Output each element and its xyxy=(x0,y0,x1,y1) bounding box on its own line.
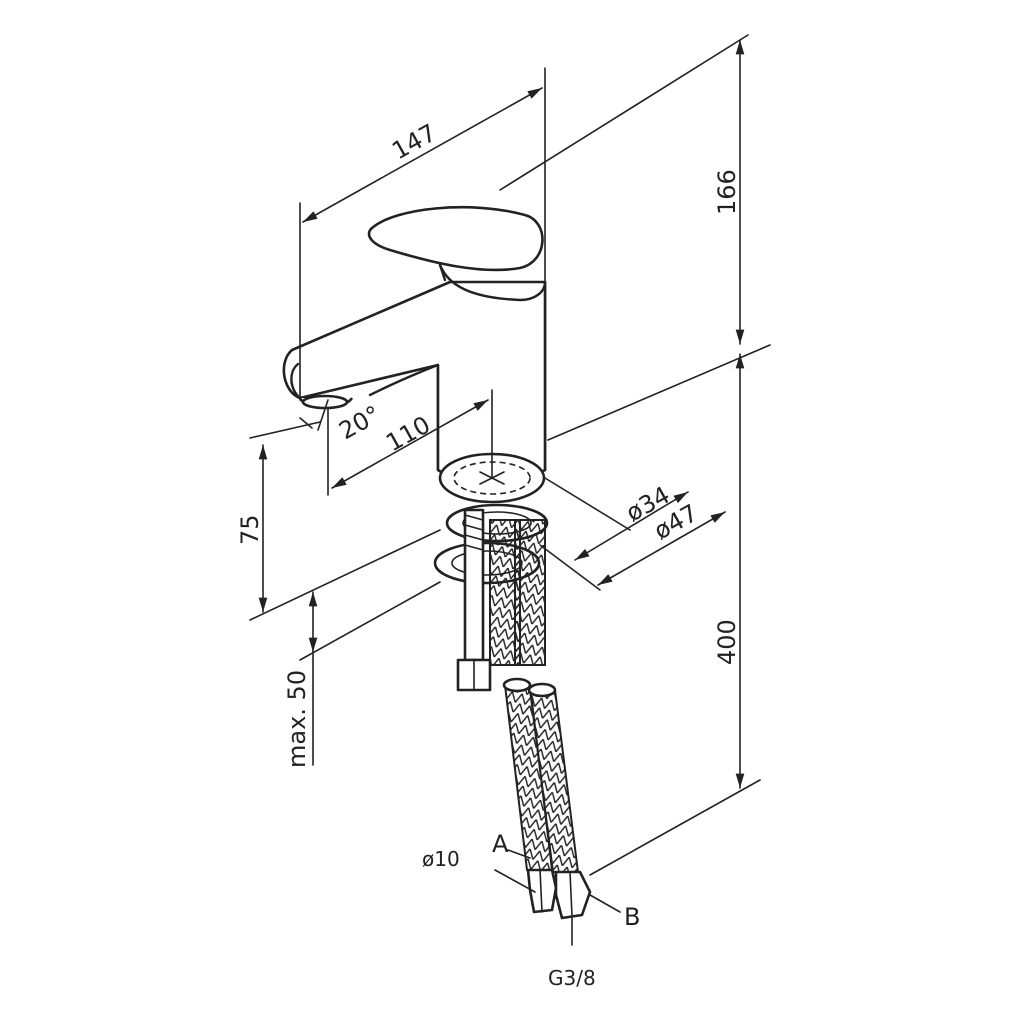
dim-400-label: 400 xyxy=(713,619,741,665)
callout-b-label: B xyxy=(624,903,640,931)
callout-a-label: A xyxy=(492,830,509,858)
dim-110-label: 110 xyxy=(381,411,435,458)
threaded-rod xyxy=(456,508,492,692)
dimension-lines xyxy=(249,34,771,946)
dim-147-label: 147 xyxy=(387,119,441,166)
braided-hoses xyxy=(489,519,580,873)
thread-size-label-upright: G3/8 xyxy=(548,966,596,990)
dim-166-label: 166 xyxy=(713,169,741,215)
dim-max-50-label: max. 50 xyxy=(283,670,311,768)
hose-nuts xyxy=(526,868,592,920)
dim-diameter-10-label: ø10 xyxy=(422,847,460,871)
dim-75-label: 75 xyxy=(236,514,264,545)
